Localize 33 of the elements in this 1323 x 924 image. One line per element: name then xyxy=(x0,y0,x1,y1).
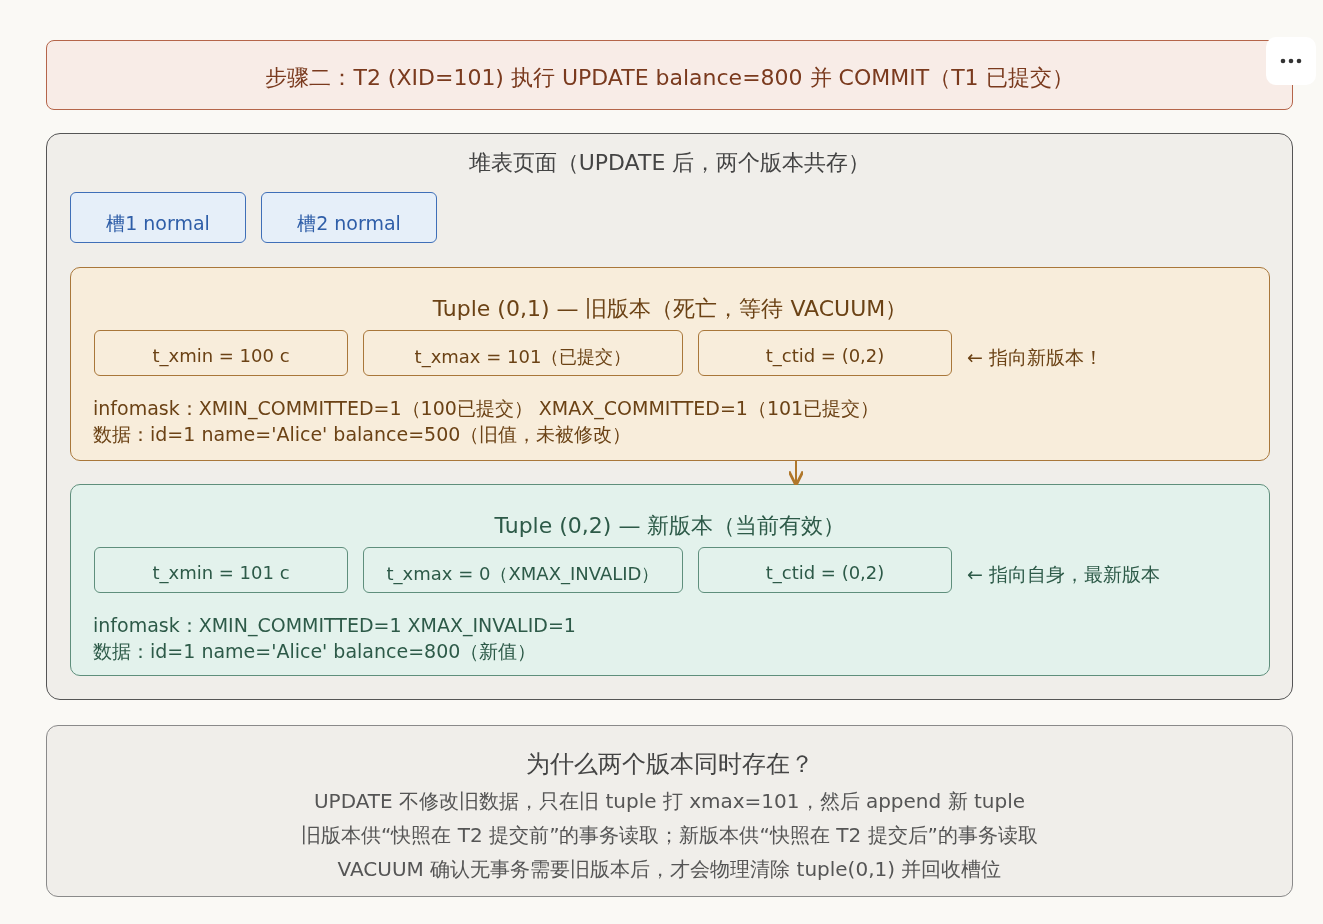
infomask-text: infomask：XMIN_COMMITTED=1 XMAX_INVALID=1 xyxy=(93,613,576,639)
field-box xyxy=(363,330,683,376)
step-banner xyxy=(46,40,1293,110)
slot-label: 槽1 normal xyxy=(105,211,211,236)
field-box xyxy=(94,547,348,593)
field-value: t_ctid = (0,2) xyxy=(764,345,886,366)
field-value: t_ctid = (0,2) xyxy=(764,562,886,583)
note-text: 旧版本供“快照在 T2 提交前”的事务读取；新版本供“快照在 T2 提交后”的事务读取 xyxy=(300,822,1039,849)
annotation-text: ← 指向新版本！ xyxy=(967,345,1103,370)
step-title: 步骤二：T2 (XID=101) 执行 UPDATE balance=800 并 COMMIT（T1 已提交） xyxy=(264,64,1075,92)
field-value: t_xmax = 0（XMAX_INVALID） xyxy=(385,562,661,586)
heap-page-panel xyxy=(46,133,1293,700)
note-text: VACUUM 确认无事务需要旧版本后，才会物理清除 tuple(0,1) 并回收槽位 xyxy=(336,856,1003,883)
field-value: t_xmin = 100 c xyxy=(151,345,291,366)
panel-title: 堆表页面（UPDATE 后，两个版本共存） xyxy=(467,149,872,177)
note-text: UPDATE 不修改旧数据，只在旧 tuple 打 xmax=101，然后 append 新 tuple xyxy=(312,788,1026,815)
tuple-heading: Tuple (0,2) — 新版本（当前有效） xyxy=(493,512,847,540)
old-tuple-box xyxy=(70,267,1270,461)
explanation-panel xyxy=(46,725,1293,897)
data-text: 数据：id=1 name='Alice' balance=500（旧值，未被修改） xyxy=(93,422,632,447)
slot-box xyxy=(70,192,246,243)
field-box xyxy=(94,330,348,376)
new-tuple-box xyxy=(70,484,1270,676)
field-box xyxy=(363,547,683,593)
panel-title: 为什么两个版本同时存在？ xyxy=(524,749,815,780)
field-value: t_xmax = 101（已提交） xyxy=(413,345,633,369)
tuple-heading: Tuple (0,1) — 旧版本（死亡，等待 VACUUM） xyxy=(431,295,909,323)
data-text: 数据：id=1 name='Alice' balance=800（新值） xyxy=(93,639,537,664)
field-value: t_xmin = 101 c xyxy=(151,562,291,583)
slot-label: 槽2 normal xyxy=(296,211,402,236)
annotation-text: ← 指向自身，最新版本 xyxy=(967,562,1160,587)
infomask-text: infomask：XMIN_COMMITTED=1（100已提交） XMAX_COMMITTED=1（101已提交） xyxy=(93,396,880,422)
slot-box xyxy=(261,192,437,243)
